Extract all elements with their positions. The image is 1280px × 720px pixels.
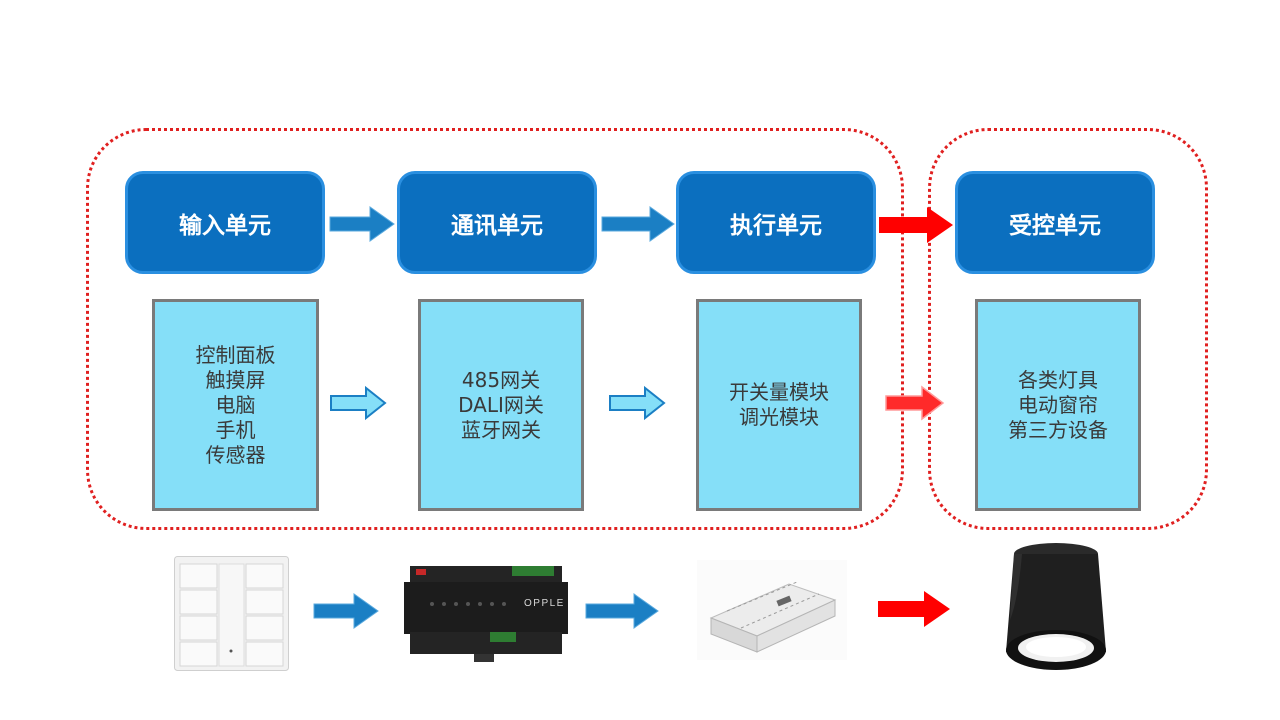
flow-arrow-icon — [601, 206, 675, 242]
flow-arrow-icon — [313, 593, 379, 629]
system-group-outline — [86, 128, 904, 530]
control-panel-image — [174, 556, 289, 671]
stage-detail-execution: 开关量模块 调光模块 — [696, 299, 862, 511]
stage-detail-communication: 485网关 DALI网关 蓝牙网关 — [418, 299, 584, 511]
stage-header-communication-label: 通讯单元 — [451, 212, 543, 239]
detail-item: 蓝牙网关 — [461, 417, 541, 442]
flow-arrow-icon — [329, 206, 395, 242]
downlight-image — [1006, 543, 1106, 670]
detail-item: 控制面板 — [195, 342, 276, 367]
red-flow-arrow-icon — [885, 385, 945, 421]
stage-header-controlled: 受控单元 — [955, 171, 1155, 274]
detail-item: 传感器 — [205, 442, 266, 467]
light-flow-arrow-icon — [330, 385, 387, 421]
red-flow-arrow-icon — [878, 591, 950, 627]
detail-item: 电脑 — [215, 392, 256, 417]
stage-header-input: 输入单元 — [125, 171, 325, 274]
detail-item: 电动窗帘 — [1018, 392, 1098, 417]
stage-header-execution-label: 执行单元 — [730, 212, 822, 239]
detail-item: 触摸屏 — [205, 367, 266, 392]
stage-detail-input: 控制面板 触摸屏 电脑 手机 传感器 — [152, 299, 319, 511]
light-flow-arrow-icon — [609, 385, 666, 421]
detail-item: 开关量模块 — [729, 380, 829, 404]
execution-module-image — [697, 560, 847, 660]
detail-item: 485网关 — [461, 367, 541, 392]
red-flow-arrow-icon — [879, 207, 953, 243]
stage-header-controlled-label: 受控单元 — [1009, 212, 1101, 239]
controlled-group-outline — [928, 128, 1208, 530]
stage-header-communication: 通讯单元 — [397, 171, 597, 274]
stage-header-execution: 执行单元 — [676, 171, 876, 274]
detail-item: 各类灯具 — [1018, 367, 1098, 392]
detail-item: DALI网关 — [458, 392, 544, 417]
detail-item: 调光模块 — [739, 405, 819, 429]
stage-detail-controlled: 各类灯具 电动窗帘 第三方设备 — [975, 299, 1141, 511]
gateway-device-image: OPPLE — [404, 566, 568, 662]
detail-item: 第三方设备 — [1008, 417, 1108, 442]
flow-arrow-icon — [585, 593, 659, 629]
stage-header-input-label: 输入单元 — [179, 212, 271, 239]
detail-item: 手机 — [215, 417, 256, 442]
device-brand-text: OPPLE — [524, 598, 565, 609]
